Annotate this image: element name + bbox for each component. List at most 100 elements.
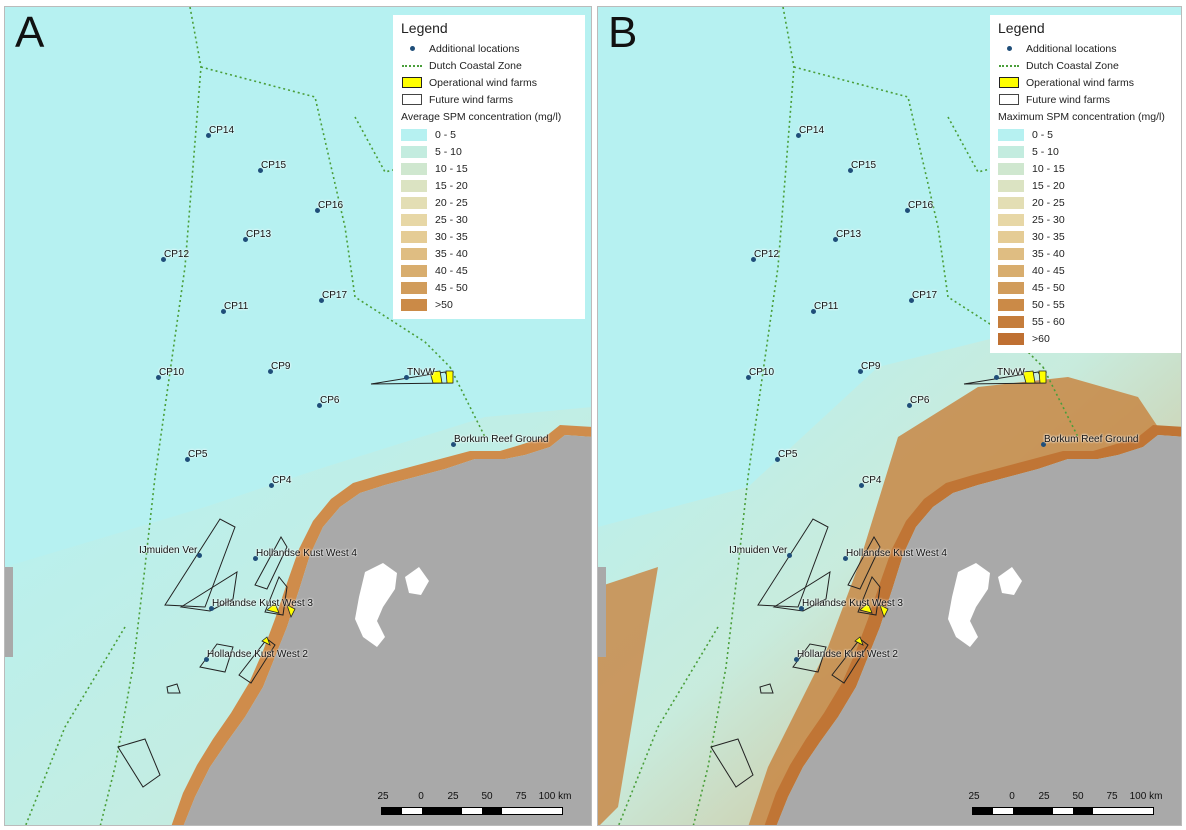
legend-swatch <box>401 145 427 158</box>
legend-title: Legend <box>998 20 1045 36</box>
future-wind-farm <box>772 571 831 612</box>
future-wind-farm <box>166 683 181 694</box>
location-label: CP14 <box>209 125 235 136</box>
legend-class: 50 - 55 <box>998 296 1173 313</box>
legend-swatch <box>401 247 427 260</box>
future-wind-farm <box>757 518 829 608</box>
legend-ramp-title: Maximum SPM concentration (mg/l) <box>998 111 1165 123</box>
legend-swatch <box>401 281 427 294</box>
future-wind-farm <box>254 535 288 590</box>
coastal-zone-line <box>200 66 451 368</box>
location-label: CP9 <box>861 361 881 372</box>
scale-tick-label: 25 <box>968 791 980 802</box>
location-marker <box>746 375 751 380</box>
scale-tick-label: 50 <box>481 791 493 802</box>
scale-tick-label: 0 <box>418 791 424 802</box>
location-label: CP9 <box>271 361 291 372</box>
legend-class-label: 10 - 15 <box>435 162 468 175</box>
legend-class-label: >60 <box>1032 332 1050 345</box>
location-marker <box>751 257 756 262</box>
legend-item: Future wind farms <box>998 91 1173 108</box>
location-marker <box>315 208 320 213</box>
location-marker <box>185 457 190 462</box>
future-wind-farm <box>164 518 236 608</box>
legend-item-label: Operational wind farms <box>429 76 537 89</box>
future-wind-farm <box>831 638 869 684</box>
legend-class: 25 - 30 <box>401 211 577 228</box>
legend-item-label: Dutch Coastal Zone <box>1026 59 1119 72</box>
location-marker <box>787 553 792 558</box>
wadden-islands <box>948 563 1022 647</box>
operational-wind-farm <box>854 636 864 646</box>
location-marker <box>843 556 848 561</box>
location-label: CP5 <box>778 449 798 460</box>
legend-swatch <box>998 230 1024 243</box>
location-marker <box>258 168 263 173</box>
coastal-zone-line <box>354 116 446 173</box>
legend-title: Legend <box>401 20 448 36</box>
scale-tick-label: 75 <box>515 791 527 802</box>
land-mass-west <box>5 567 13 657</box>
location-label: CP17 <box>322 290 348 301</box>
legend-class-label: 55 - 60 <box>1032 315 1065 328</box>
location-marker <box>859 483 864 488</box>
location-marker <box>161 257 166 262</box>
location-marker <box>796 133 801 138</box>
coastal-zone-line <box>947 116 1039 173</box>
future-wind-farm <box>759 683 774 694</box>
future-wind-farm <box>792 643 827 673</box>
operational-wind-farm <box>286 604 296 619</box>
legend-swatch <box>401 128 427 141</box>
location-marker <box>799 606 804 611</box>
legend-class: 25 - 30 <box>998 211 1173 228</box>
dotted-line-symbol <box>998 60 1020 72</box>
location-label: CP11 <box>224 301 249 312</box>
legend-class-label: 45 - 50 <box>435 281 468 294</box>
location-marker <box>811 309 816 314</box>
legend-swatch <box>401 213 427 226</box>
legend-class-label: 0 - 5 <box>435 128 457 141</box>
operational-wind-farm <box>1022 370 1036 384</box>
location-label: IJmuiden Ver <box>729 545 788 556</box>
scale-tick-label: 0 <box>1009 791 1015 802</box>
scale-tick-label: 25 <box>1038 791 1050 802</box>
scale-tick-label: 25 <box>447 791 459 802</box>
coastal-zone-line <box>24 626 126 825</box>
land-mass-west <box>598 567 606 657</box>
legend-class-label: 20 - 25 <box>1032 196 1065 209</box>
location-label: CP14 <box>799 125 825 136</box>
location-label: Hollandse Kust West 4 <box>256 548 357 559</box>
location-label: CP15 <box>261 160 287 171</box>
legend-item-label: Additional locations <box>1026 42 1117 55</box>
location-marker <box>243 237 248 242</box>
location-marker <box>775 457 780 462</box>
legend-class-label: 50 - 55 <box>1032 298 1065 311</box>
location-marker <box>1041 442 1046 447</box>
legend-class-label: >50 <box>435 298 453 311</box>
white-box-symbol <box>401 94 423 106</box>
location-label: CP11 <box>814 301 839 312</box>
legend-item: Dutch Coastal Zone <box>401 57 577 74</box>
location-label: CP15 <box>851 160 877 171</box>
legend-ramp-title: Average SPM concentration (mg/l) <box>401 111 562 123</box>
legend-class: 30 - 35 <box>998 228 1173 245</box>
future-wind-farm <box>179 571 238 612</box>
legend-class-label: 5 - 10 <box>435 145 462 158</box>
legend-item: Operational wind farms <box>401 74 577 91</box>
legend-class-label: 20 - 25 <box>435 196 468 209</box>
legend-item-label: Future wind farms <box>1026 93 1111 106</box>
legend-item-label: Operational wind farms <box>1026 76 1134 89</box>
location-label: Hollandse Kust West 3 <box>212 598 313 609</box>
legend-swatch <box>998 179 1024 192</box>
legend-class: 10 - 15 <box>401 160 577 177</box>
legend-class-label: 30 - 35 <box>435 230 468 243</box>
land-mass <box>776 435 1181 825</box>
future-wind-farm <box>117 738 161 788</box>
legend-swatch <box>401 162 427 175</box>
legend-class: 0 - 5 <box>401 126 577 143</box>
legend-item-label: Future wind farms <box>429 93 514 106</box>
scale-bar-graphic <box>381 807 563 815</box>
